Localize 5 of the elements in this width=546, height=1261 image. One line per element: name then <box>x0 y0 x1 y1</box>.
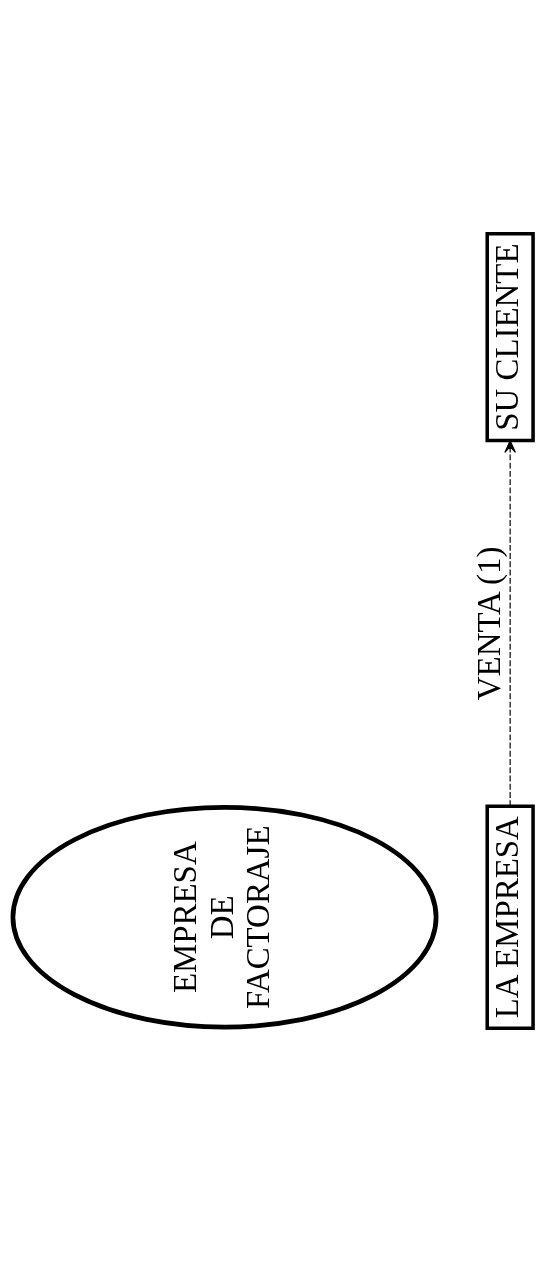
node-ellipse: EMPRESA DE FACTORAJE <box>10 804 439 1029</box>
arrow <box>504 439 516 807</box>
edge-label: VENTA (1) <box>471 546 508 700</box>
node-box: SU CLIENTE <box>485 231 535 442</box>
node-box: LA EMPRESA <box>485 803 535 1030</box>
